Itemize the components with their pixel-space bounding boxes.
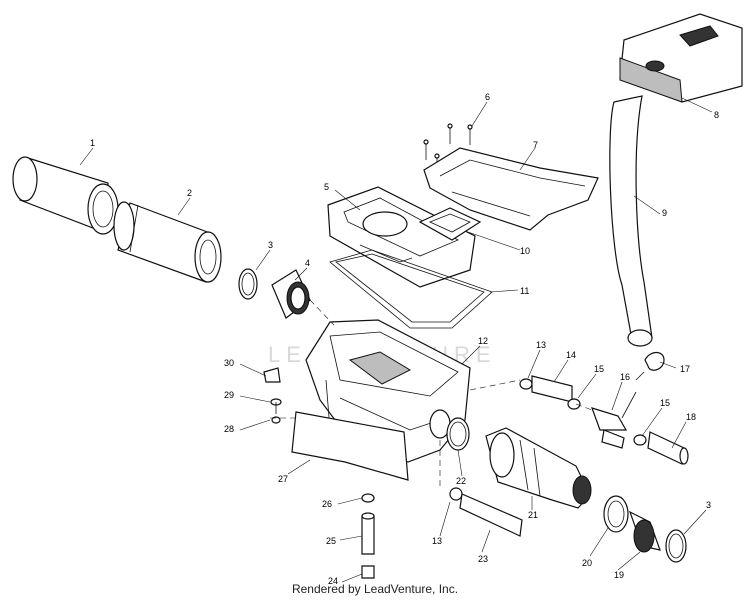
callout-7: 7 xyxy=(533,140,538,150)
callout-5: 5 xyxy=(324,182,329,192)
part-gasket xyxy=(418,207,482,241)
callout-11: 11 xyxy=(520,286,529,296)
callout-23: 23 xyxy=(478,554,488,564)
callout-30: 30 xyxy=(224,358,234,368)
footer-credit: Rendered by LeadVenture, Inc. xyxy=(291,582,459,596)
callout-3-lower: 3 xyxy=(706,500,711,510)
callout-16: 16 xyxy=(620,372,630,382)
callout-6: 6 xyxy=(485,92,490,102)
part-prefilter-sleeve xyxy=(12,156,119,235)
callout-22: 22 xyxy=(456,476,466,486)
part-intake-cover xyxy=(423,147,599,231)
part-drain-fitting xyxy=(361,493,375,579)
callout-29: 29 xyxy=(224,390,234,400)
part-fitting xyxy=(591,391,637,449)
part-filter-boot xyxy=(271,269,311,319)
callout-14: 14 xyxy=(566,350,576,360)
part-bottom-rings xyxy=(603,495,687,563)
callout-28: 28 xyxy=(224,424,234,434)
callout-labels: 1 2 3 4 5 6 7 8 9 10 11 12 13 14 15 16 1… xyxy=(90,92,719,586)
callout-18: 18 xyxy=(686,412,696,422)
callout-1: 1 xyxy=(90,138,95,148)
callout-19: 19 xyxy=(614,570,624,580)
part-intake-tube xyxy=(609,95,653,347)
part-snorkel-head xyxy=(619,13,743,103)
callout-24: 24 xyxy=(328,576,338,586)
part-clip xyxy=(635,351,665,381)
callout-13-lower: 13 xyxy=(432,536,442,546)
callout-20: 20 xyxy=(582,558,592,568)
part-fasteners-left xyxy=(263,367,282,424)
part-hose-upper xyxy=(519,375,581,410)
callout-3: 3 xyxy=(268,240,273,250)
callout-2: 2 xyxy=(187,188,192,198)
part-lid-seal xyxy=(329,249,493,329)
callout-8: 8 xyxy=(714,110,719,120)
part-air-filter xyxy=(113,201,222,283)
callout-15-upper: 15 xyxy=(594,364,604,374)
callout-9: 9 xyxy=(662,208,667,218)
callout-21: 21 xyxy=(528,510,538,520)
part-oring xyxy=(446,417,470,451)
part-airbox-lid xyxy=(327,186,476,288)
part-clamp-filter xyxy=(238,268,258,300)
callout-15-lower: 15 xyxy=(660,398,670,408)
callout-17: 17 xyxy=(680,364,690,374)
leader-lines xyxy=(79,97,713,583)
callout-26: 26 xyxy=(322,499,332,509)
part-hose-lower xyxy=(439,440,523,537)
part-cover-plate xyxy=(291,411,409,481)
callout-13-upper: 13 xyxy=(536,340,546,350)
callout-10: 10 xyxy=(520,246,530,256)
assembly-lines xyxy=(270,299,593,419)
part-hose-right xyxy=(633,431,689,465)
callout-25: 25 xyxy=(326,536,336,546)
part-outlet-boot xyxy=(485,427,592,509)
callout-27: 27 xyxy=(278,474,288,484)
callout-12: 12 xyxy=(478,336,488,346)
callout-4: 4 xyxy=(305,258,310,268)
